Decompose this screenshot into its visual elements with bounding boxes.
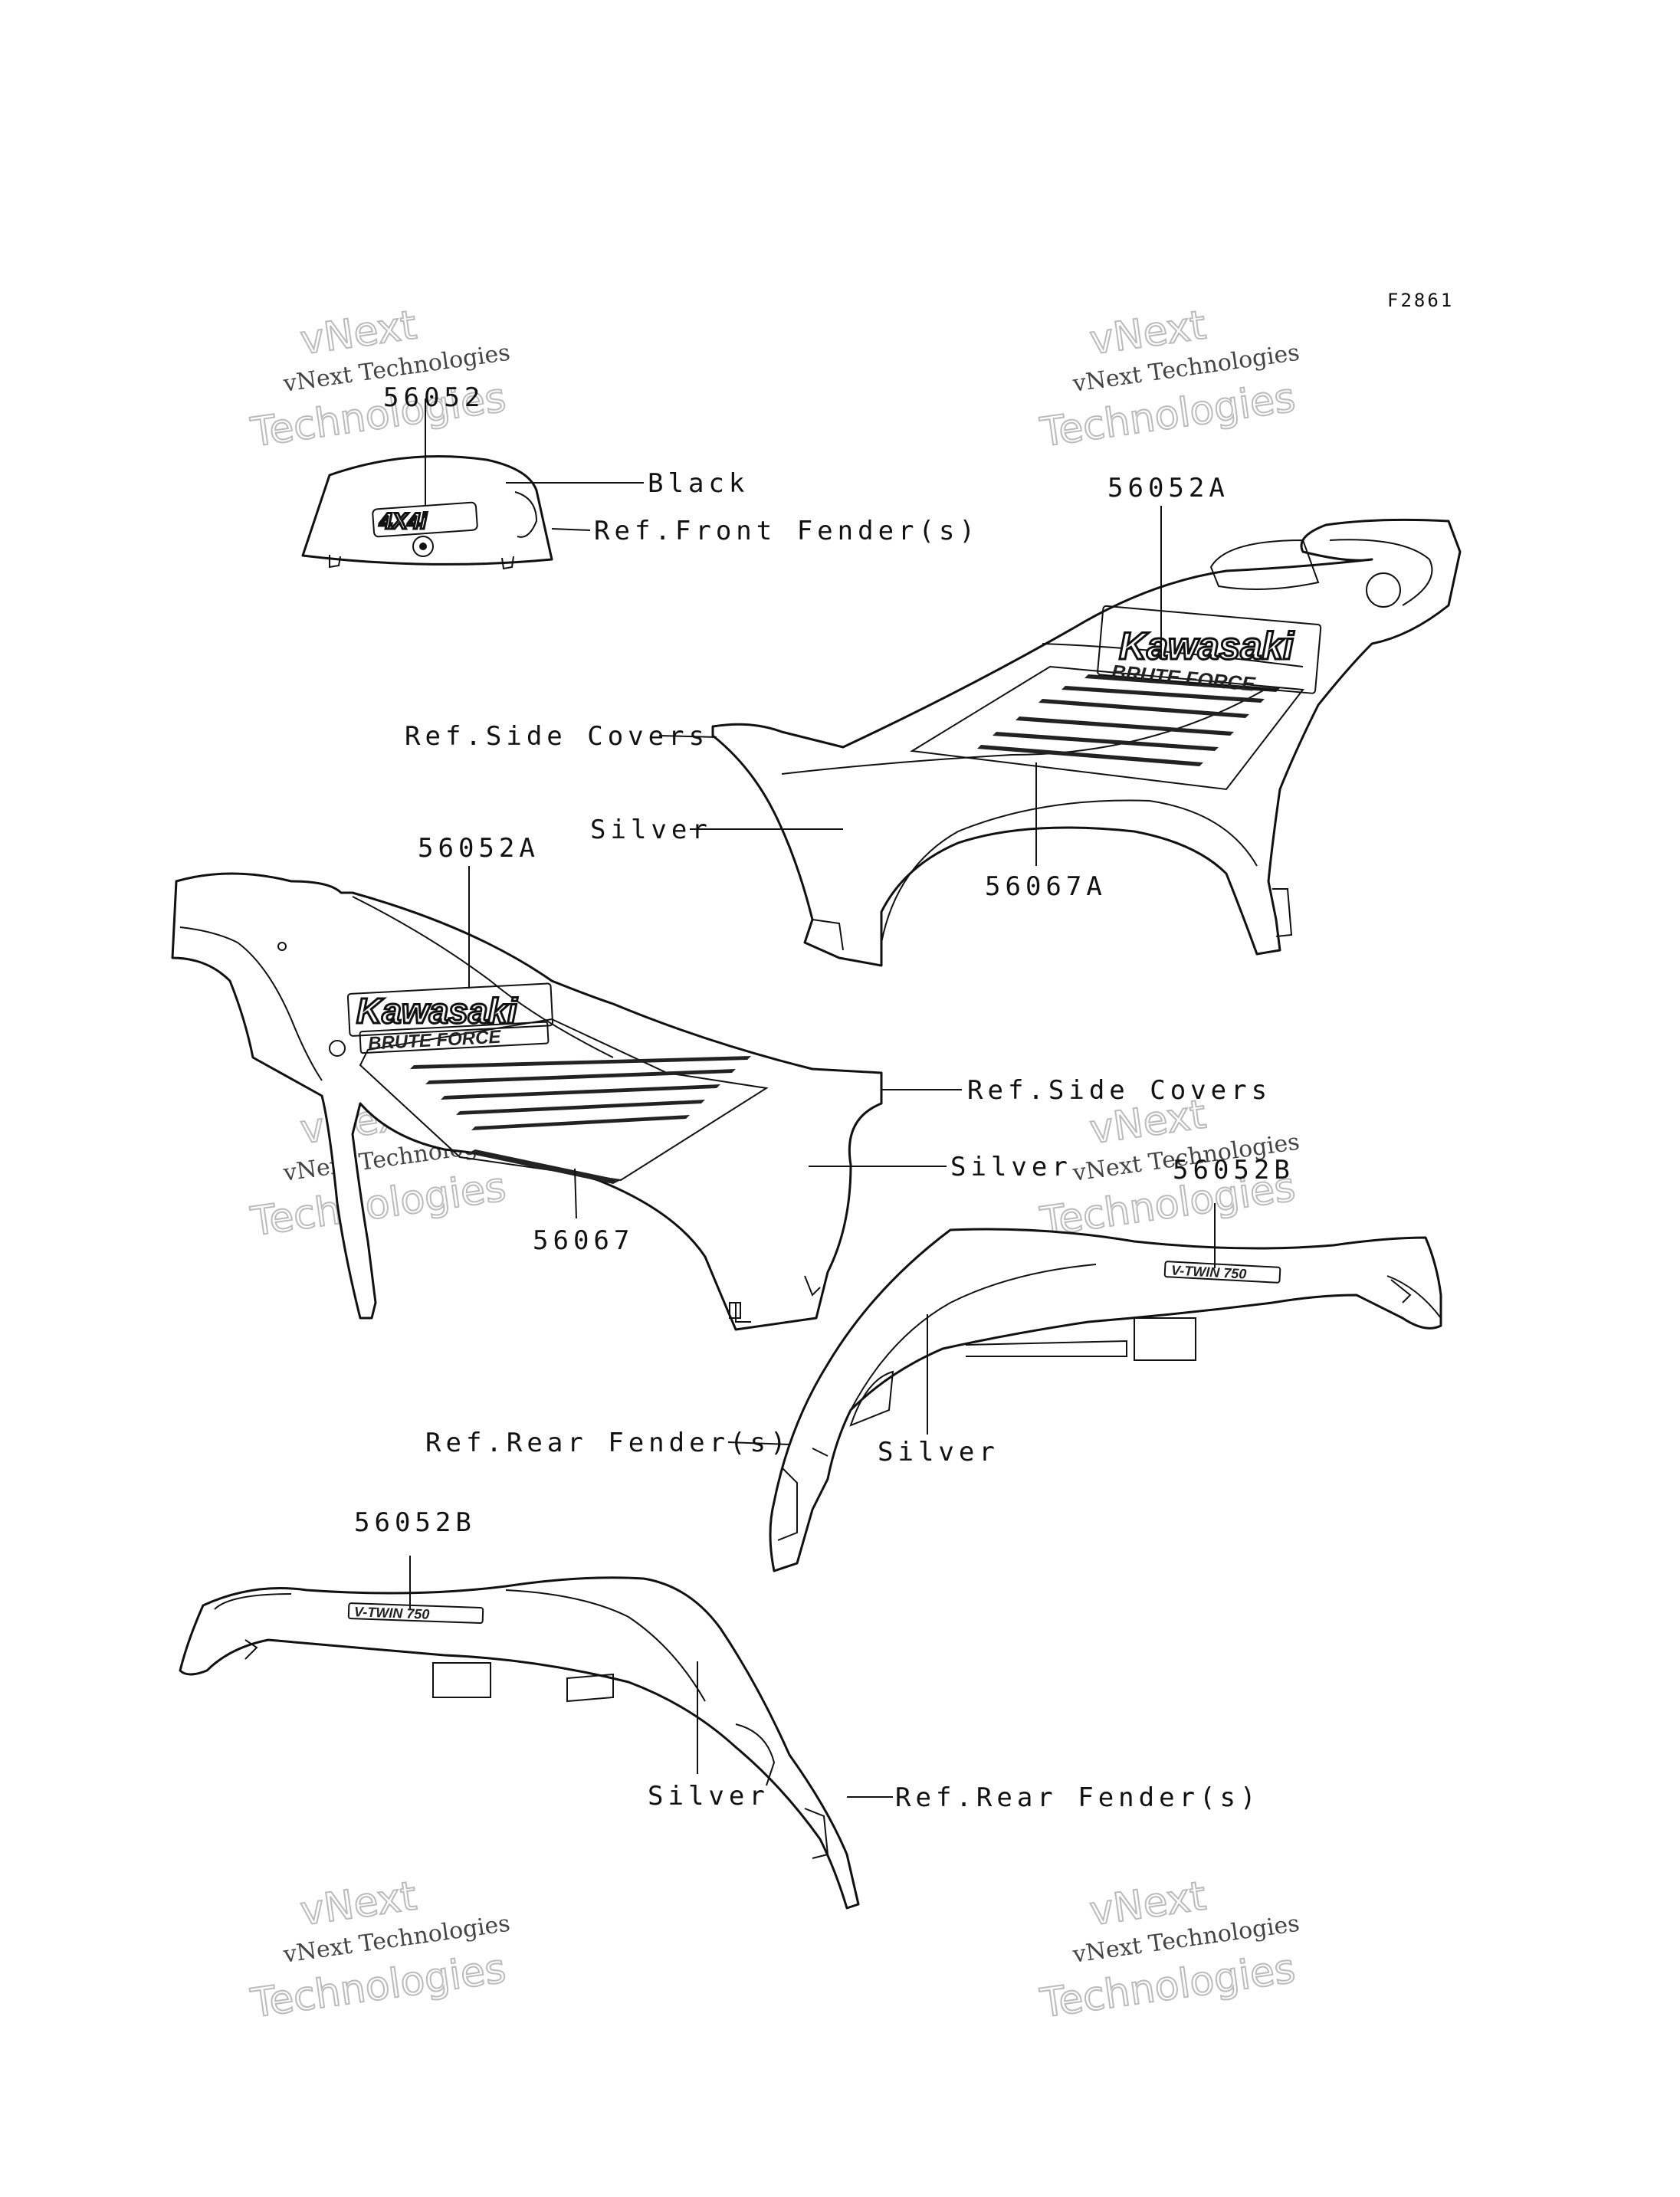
label-ref-rear-fender-left: Ref.Rear Fender(s): [895, 1782, 1260, 1813]
front-fender-part: 4X4i: [301, 455, 553, 570]
label-56067: 56067: [533, 1225, 634, 1256]
label-silver-rear-left: Silver: [648, 1781, 769, 1812]
left-side-cover-part: Kawasaki BRUTE FORCE: [171, 872, 883, 1331]
label-56052B-left: 56052B: [354, 1507, 476, 1538]
label-56052B-right: 56052B: [1173, 1155, 1294, 1185]
label-silver-right: Silver: [590, 815, 712, 845]
leader-ref-side-covers-right: [658, 735, 717, 738]
watermark-top-right: vNext vNext Technologies Technologies: [1036, 301, 1301, 457]
label-ref-rear-fender-right: Ref.Rear Fender(s): [425, 1428, 790, 1458]
leader-ref-front-fender: [551, 528, 591, 531]
right-rear-fender-part: V-TWIN 750: [769, 1228, 1442, 1572]
leader-56067: [574, 1168, 577, 1219]
kawasaki-decal-right: Kawasaki: [1119, 625, 1294, 667]
label-ref-side-covers-left: Ref.Side Covers: [967, 1075, 1271, 1106]
four-by-four-decal: 4X4i: [379, 509, 427, 534]
leader-ref-rear-fender-right: [727, 1441, 790, 1445]
label-ref-side-covers-right: Ref.Side Covers: [405, 721, 709, 752]
left-rear-fender-part: V-TWIN 750: [179, 1576, 860, 1910]
left-side-stripes: [410, 1056, 751, 1184]
label-black: Black: [648, 468, 749, 499]
label-56052A-right: 56052A: [1107, 473, 1229, 503]
vtwin-decal-left: V-TWIN 750: [354, 1604, 430, 1622]
watermark-bottom-left: vNext vNext Technologies Technologies: [247, 1872, 511, 2028]
label-56067A: 56067A: [985, 871, 1107, 902]
label-silver-left: Silver: [950, 1152, 1072, 1182]
label-silver-rear-right: Silver: [878, 1437, 999, 1467]
right-side-cover-part: Kawasaki BRUTE FORCE: [711, 518, 1462, 967]
watermark-top-left: vNext vNext Technologies Technologies: [247, 301, 511, 457]
watermark-bottom-right: vNext vNext Technologies Technologies: [1036, 1872, 1301, 2028]
figure-code: F2861: [1387, 290, 1454, 311]
label-ref-front-fender: Ref.Front Fender(s): [594, 516, 979, 546]
right-side-stripes: [977, 674, 1280, 766]
label-56052A-left: 56052A: [418, 833, 540, 864]
label-56052: 56052: [383, 382, 484, 413]
